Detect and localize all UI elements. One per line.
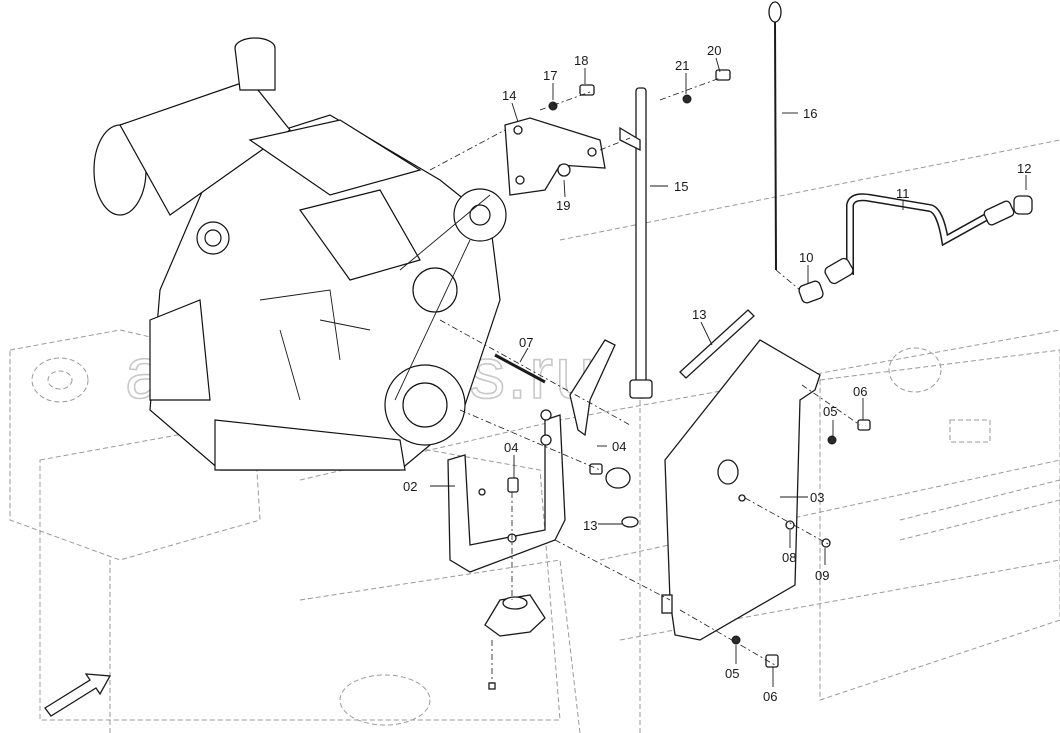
callout-08: 08 <box>782 550 796 565</box>
rod-13 <box>679 309 755 379</box>
callout-12: 12 <box>1017 161 1031 176</box>
fasteners <box>507 69 871 668</box>
leader-lines <box>430 57 1027 687</box>
bracket-14 <box>504 117 606 196</box>
callout-05-upper: 05 <box>823 404 837 419</box>
dipstick-16 <box>768 1 782 271</box>
engine-assembly <box>93 37 507 471</box>
callout-18: 18 <box>574 53 588 68</box>
chassis-frame <box>9 139 1060 733</box>
callout-11: 11 <box>896 186 910 201</box>
callout-16: 16 <box>803 106 817 121</box>
callout-19: 19 <box>556 198 570 213</box>
callout-04-right: 04 <box>612 439 626 454</box>
callout-09: 09 <box>815 568 829 583</box>
callout-13-upper: 13 <box>692 307 706 322</box>
cover-panel-03 <box>661 339 821 641</box>
bracket-02 <box>447 409 566 573</box>
callout-17: 17 <box>543 68 557 83</box>
callout-14: 14 <box>502 88 516 103</box>
callout-05-lower: 05 <box>725 666 739 681</box>
callout-15: 15 <box>674 179 688 194</box>
assembly-lines <box>429 77 861 666</box>
dipstick-tube-15 <box>619 87 653 399</box>
callout-13-lower: 13 <box>583 518 597 533</box>
callout-06-upper: 06 <box>853 384 867 399</box>
hose-11 <box>798 193 1033 304</box>
callout-03: 03 <box>810 490 824 505</box>
callout-02: 02 <box>403 479 417 494</box>
callout-07: 07 <box>519 335 533 350</box>
link-bracket-07 <box>494 339 616 437</box>
callout-21: 21 <box>675 58 689 73</box>
direction-arrow-icon <box>44 673 112 717</box>
engine-mount <box>484 594 546 690</box>
callout-20: 20 <box>707 43 721 58</box>
callout-labels: 02 03 04 04 05 05 06 06 07 08 09 10 11 1… <box>403 43 1031 704</box>
callout-10: 10 <box>799 250 813 265</box>
callout-06-lower: 06 <box>763 689 777 704</box>
callout-04-left: 04 <box>504 440 518 455</box>
